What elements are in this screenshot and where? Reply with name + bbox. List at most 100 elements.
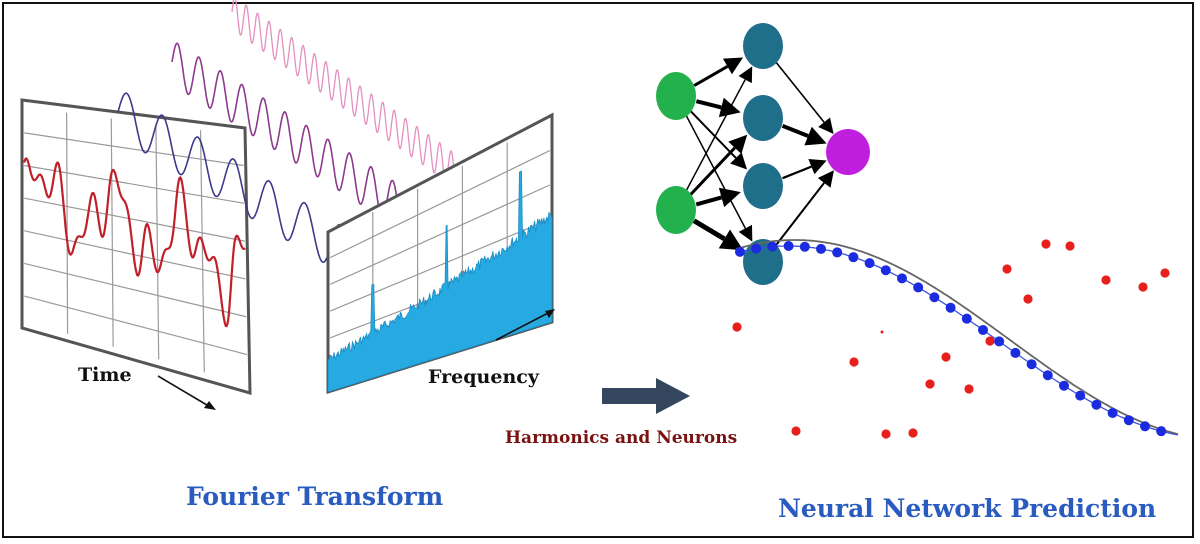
network-connection [782,165,812,180]
prediction-point [1091,399,1102,410]
neural-network-diagram [656,23,870,285]
prediction-point [1059,380,1069,391]
network-connection [775,61,825,123]
prediction-point [1075,390,1086,401]
connection-arrowhead [730,152,748,170]
connection-arrowhead [722,57,744,75]
input-neuron [656,186,696,234]
connection-arrowhead [718,187,741,208]
prediction-point [783,241,794,252]
connection-arrowhead [728,134,748,154]
prediction-point [864,258,875,269]
prediction-point [1140,421,1150,432]
noisy-data-points [732,239,1170,439]
axis-arrows [157,309,555,410]
prediction-point [978,324,988,335]
prediction-point [897,273,907,284]
prediction-point [994,336,1005,347]
connection-arrowhead [804,126,827,146]
prediction-points [735,241,1167,437]
prediction-point [832,247,843,258]
true-function-curve [735,239,1179,436]
noisy-data-point [1160,268,1170,278]
noisy-data-point [1023,294,1033,304]
prediction-point [913,282,924,293]
network-connection [693,65,729,87]
prediction-curve [735,245,1179,436]
prediction-point [848,252,859,263]
time-direction-arrow [157,375,213,409]
prediction-point [799,241,810,252]
connection-arrowhead [738,66,753,84]
neural-network-prediction-title: Neural Network Prediction [778,494,1157,523]
network-connection [692,218,726,242]
prediction-point [767,241,778,252]
prediction-point [751,243,762,254]
prediction-point [816,243,826,254]
prediction-point [945,302,956,313]
transition-caption: Harmonics and Neurons [505,428,738,448]
noisy-data-point [881,429,891,439]
harmonic-wave-mid [171,42,399,219]
noisy-data-point [1138,282,1148,292]
prediction-point [961,313,972,324]
transition-arrow [602,378,690,414]
noisy-data-point [925,379,935,389]
hidden-neuron [743,163,783,209]
hidden-neuron [743,23,783,69]
time-axis-label: Time [78,364,132,386]
network-connection [685,79,746,192]
frequency-axis-label: Frequency [428,366,539,388]
input-neuron [656,72,696,120]
connection-arrowhead [818,117,834,135]
frequency-domain-panel [326,112,554,395]
figure-border [2,2,1194,538]
output-neuron [826,129,870,175]
noisy-data-point [908,428,918,438]
noisy-data-point [985,336,995,346]
time-panel-grid [24,112,248,373]
frequency-spectrum [327,170,553,393]
noisy-data-point [1065,241,1075,251]
prediction-point [1123,415,1134,426]
network-connection [685,114,747,229]
noisy-data-point [732,322,742,332]
prediction-point [1026,359,1037,370]
harmonic-waves [117,0,455,263]
time-domain-panel [20,98,252,395]
network-connection [689,146,736,196]
noisy-data-point [941,352,951,362]
noisy-data-point [1002,264,1012,274]
network-connection [695,99,722,110]
network-connection [775,182,825,246]
network-connection [695,195,723,207]
noisy-data-point [791,426,801,436]
prediction-point [1042,370,1053,381]
prediction-plot [732,239,1179,439]
connection-arrowhead [718,229,744,251]
prediction-point [929,292,940,303]
noisy-data-point [849,357,859,367]
noisy-data-point [1041,239,1051,249]
frequency-direction-arrow [495,311,551,341]
prediction-point [880,265,891,276]
fourier-transform-title: Fourier Transform [186,482,444,511]
network-connection [781,123,809,138]
time-panel-frame [20,98,252,395]
prediction-point [735,246,745,257]
connection-arrowhead [817,170,834,188]
noisy-data-point [1101,275,1111,285]
network-connection [689,110,737,159]
prediction-point [1010,347,1021,358]
noisy-data-point [880,330,884,334]
noisy-data-point [964,384,974,394]
hidden-neuron [743,95,783,141]
prediction-point [1156,426,1167,437]
time-domain-signal [23,157,246,328]
connection-arrowhead [808,159,827,175]
harmonic-wave-low [117,92,343,263]
prediction-point [1107,407,1118,418]
connection-arrowhead [738,224,753,242]
